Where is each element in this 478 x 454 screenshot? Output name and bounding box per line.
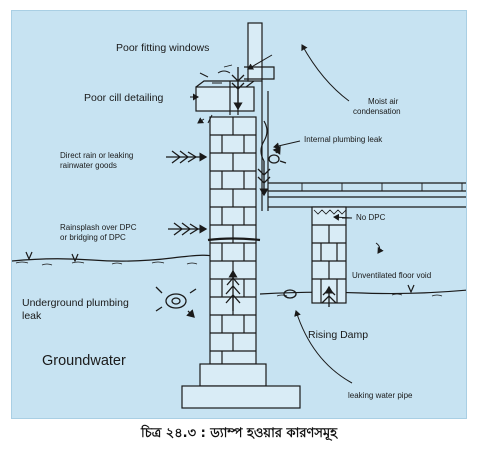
label-moist-air-2: condensation <box>353 107 401 116</box>
figure-caption: চিত্র ২৪.৩ : ড্যাম্প হওয়ার কারণসমূহ <box>140 426 338 441</box>
pointer-arrows <box>190 44 384 384</box>
damp-causes-diagram: Poor fitting windows Poor cill detailing… <box>11 10 467 419</box>
label-unventilated-floor-void: Unventilated floor void <box>352 271 432 280</box>
leaking-pipe-icon <box>155 147 297 317</box>
label-leaking-water-pipe: leaking water pipe <box>348 391 413 400</box>
label-underground-plumbing-1: Underground plumbing <box>22 297 129 309</box>
label-direct-rain-1: Direct rain or leaking <box>60 151 134 160</box>
floor-structure <box>268 182 466 208</box>
diagram-artwork <box>12 22 466 409</box>
label-internal-plumbing-leak: Internal plumbing leak <box>304 135 383 144</box>
label-underground-plumbing-2: leak <box>22 310 42 322</box>
label-moist-air-1: Moist air <box>368 97 399 106</box>
label-rising-damp: Rising Damp <box>308 329 369 341</box>
label-rainsplash-1: Rainsplash over DPC <box>60 223 137 232</box>
label-no-dpc: No DPC <box>356 213 386 222</box>
label-rainsplash-2: or bridging of DPC <box>60 233 126 242</box>
label-poor-cill-detailing: Poor cill detailing <box>84 92 164 104</box>
moisture-arrows <box>166 67 337 311</box>
label-direct-rain-2: rainwater goods <box>60 161 117 170</box>
label-poor-fitting-windows: Poor fitting windows <box>116 42 210 54</box>
label-groundwater: Groundwater <box>42 353 126 369</box>
brick-wall <box>181 116 301 409</box>
